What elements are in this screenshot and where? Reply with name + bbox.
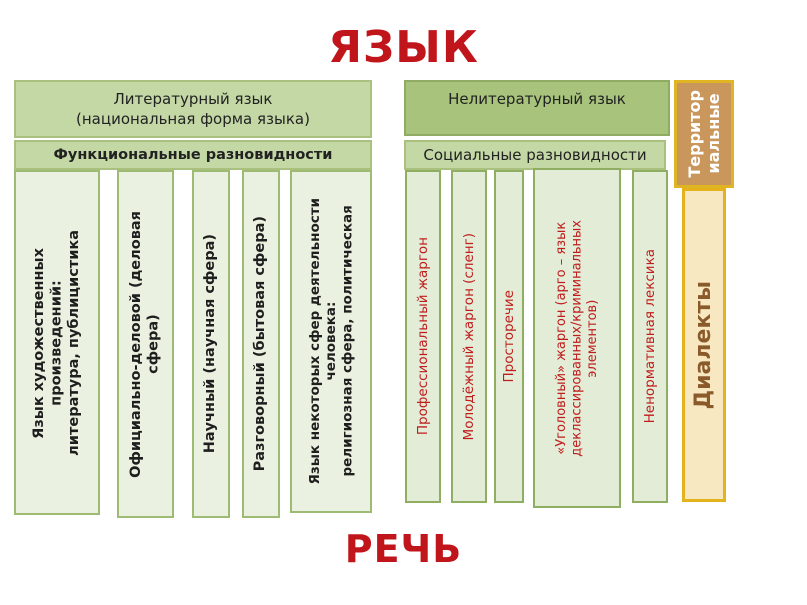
literary-column-colloquial: Разговорный (бытовая сфера) [242,170,280,518]
literary-column-scientific-label: Научный (научная сфера) [202,234,219,454]
nonliterary-column-vernacular: Просторечие [494,170,524,503]
nonliterary-column-youth-slang: Молодёжный жаргон (сленг) [451,170,487,503]
literary-column-other-spheres-label: Язык некоторых сфер деятельности человек… [306,198,356,485]
functional-varieties-header-label: Функциональные разновидности [53,147,333,163]
functional-varieties-header: Функциональные разновидности [14,140,372,170]
territorial-column-dialects: Диалекты [682,188,726,502]
nonliterary-column-youth-slang-label: Молодёжный жаргон (сленг) [460,232,477,441]
territorial-header: Территор иальные [674,80,734,188]
nonliterary-column-professional-jargon-label: Профессиональный жаргон [414,237,431,436]
literary-column-artistic-label: Язык художественных произведений: литера… [30,229,82,456]
literary-column-official-label: Официально-деловой (деловая сфера) [128,210,162,478]
nonliterary-column-obscene-vocabulary: Ненормативная лексика [632,170,668,503]
nonliterary-column-obscene-vocabulary-label: Ненормативная лексика [641,249,658,424]
nonliterary-column-criminal-argot: «Уголовный» жаргон (арго – язык декласси… [533,168,621,508]
literary-column-scientific: Научный (научная сфера) [192,170,230,518]
nonliterary-column-professional-jargon: Профессиональный жаргон [405,170,441,503]
nonliterary-column-vernacular-label: Просторечие [500,290,517,383]
title-speech: РЕЧЬ [344,527,463,571]
nonliterary-column-criminal-argot-label: «Уголовный» жаргон (арго – язык декласси… [553,219,600,457]
literary-language-header: Литературный язык (национальная форма яз… [14,80,372,138]
territorial-header-label: Территор иальные [684,90,723,178]
literary-column-official: Официально-деловой (деловая сфера) [117,170,174,518]
territorial-column-dialects-label: Диалекты [690,280,716,410]
social-varieties-header: Социальные разновидности [404,140,666,170]
literary-column-artistic: Язык художественных произведений: литера… [14,170,100,515]
literary-column-colloquial-label: Разговорный (бытовая сфера) [252,216,269,472]
title-language: ЯЗЫК [328,22,479,73]
nonliterary-language-header-label: Нелитературный язык [448,90,626,108]
literary-language-header-label: Литературный язык (национальная форма яз… [76,89,310,128]
social-varieties-header-label: Социальные разновидности [423,146,647,164]
literary-column-other-spheres: Язык некоторых сфер деятельности человек… [290,170,372,513]
nonliterary-language-header: Нелитературный язык [404,80,670,136]
